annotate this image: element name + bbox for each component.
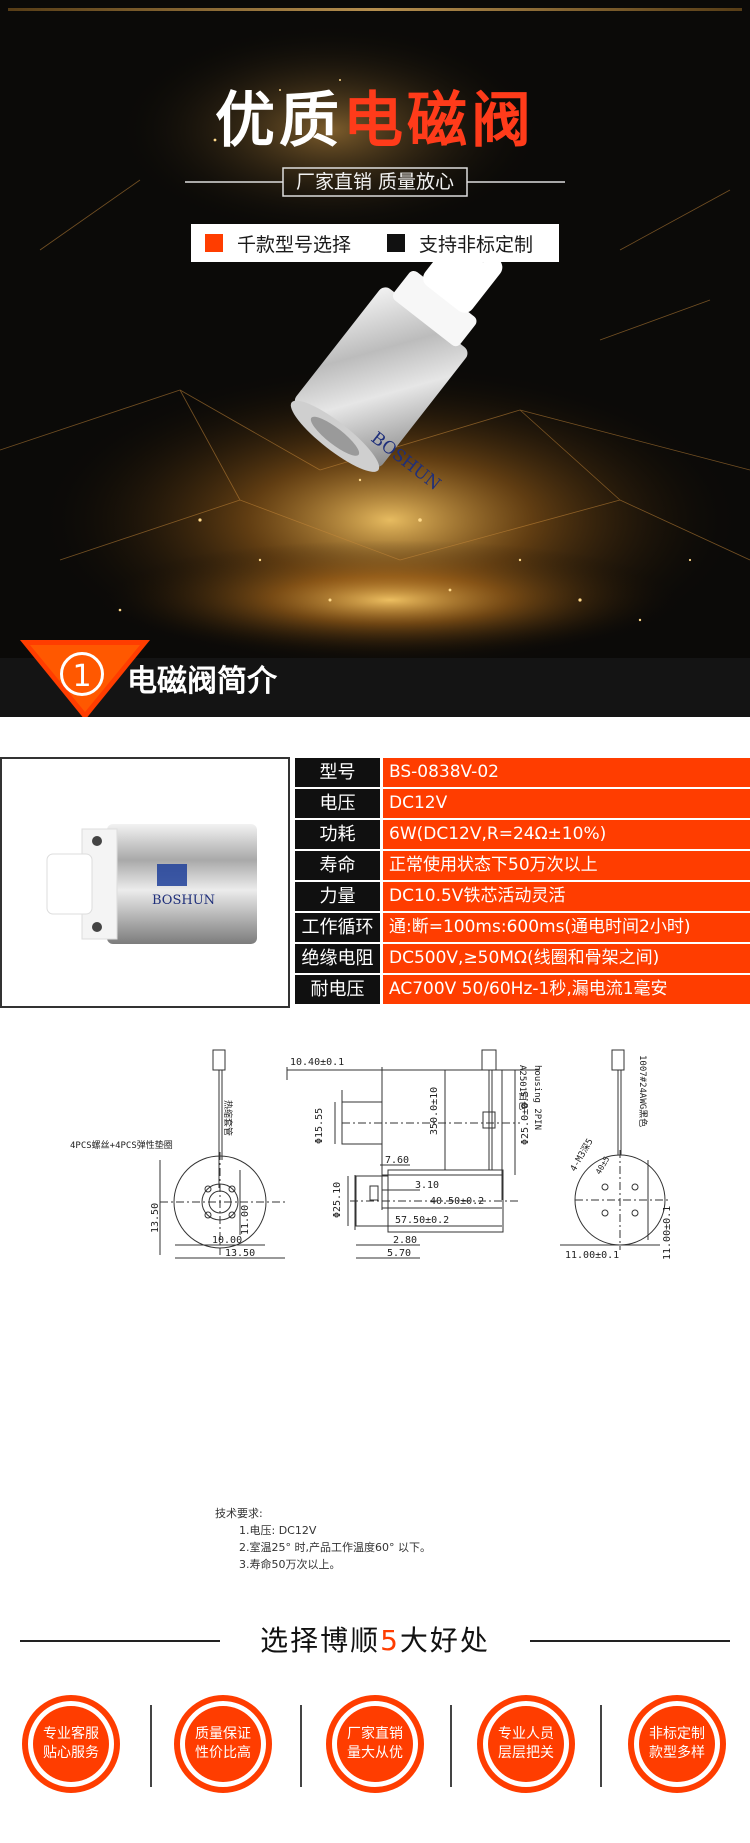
section-number-badge: 1 — [60, 652, 104, 696]
spec-row: 型号 BS-0838V-02 — [295, 758, 750, 787]
dim-label: 7.60 — [385, 1155, 409, 1166]
benefit-line1: 质量保证 — [195, 1726, 251, 1742]
divider-line — [20, 1640, 220, 1642]
feature-item-2: 支持非标定制 — [387, 224, 533, 262]
orange-square-icon — [205, 234, 223, 252]
benefit-item: 专业人员层层把关 — [477, 1695, 575, 1793]
spec-value: 6W(DC12V,R=24Ω±10%) — [383, 820, 750, 849]
spec-key: 工作循环 — [295, 913, 380, 942]
benefit-line2: 款型多样 — [649, 1745, 705, 1761]
dim-label: Φ25.10 — [332, 1182, 343, 1218]
benefit-line2: 层层把关 — [498, 1745, 554, 1761]
spec-row: 力量 DC10.5V铁芯活动灵活 — [295, 882, 750, 911]
spec-key: 功耗 — [295, 820, 380, 849]
spec-value: 通:断=100ms:600ms(通电时间2小时) — [383, 913, 750, 942]
spec-table: 型号 BS-0838V-02 电压 DC12V 功耗 6W(DC12V,R=24… — [0, 750, 750, 1010]
dim-label: 5.70 — [387, 1248, 411, 1259]
dim-label: A2501白色 — [517, 1065, 529, 1110]
section-title: 电磁阀简介 — [127, 664, 277, 699]
benefit-line1: 厂家直销 — [347, 1726, 403, 1742]
dim-label: 2.80 — [393, 1235, 417, 1246]
dim-label: 热缩套管 — [222, 1100, 234, 1136]
dim-label: 13.50 — [150, 1203, 161, 1233]
spec-row: 工作循环 通:断=100ms:600ms(通电时间2小时) — [295, 913, 750, 942]
benefits-title-post: 大好处 — [399, 1624, 490, 1657]
dim-label: 10.00 — [212, 1235, 242, 1246]
hero-banner: BOSHUN 优质电磁阀 厂家直销 质量放心 千款型号选择 支持非标定制 1 电… — [0, 0, 750, 717]
divider-line — [530, 1640, 730, 1642]
vertical-divider — [150, 1705, 152, 1787]
dim-label: housing 2PIN — [532, 1065, 542, 1130]
product-brand: BOSHUN — [152, 893, 215, 908]
spec-row: 耐电压 AC700V 50/60Hz-1秒,漏电流1毫安 — [295, 975, 750, 1004]
hero-title: 优质电磁阀 — [0, 86, 750, 156]
spec-key: 绝缘电阻 — [295, 944, 380, 973]
product-photo: BOSHUN — [46, 824, 257, 944]
feature-item-1: 千款型号选择 — [205, 224, 351, 262]
technical-drawing: 10.40±0.1 Φ15.55 Φ25.0±0.5 3.10 40.50±0.… — [70, 1049, 673, 1261]
spec-key: 电压 — [295, 789, 380, 818]
spec-row: 电压 DC12V — [295, 789, 750, 818]
tech-requirements: 技术要求: 1.电压: DC12V 2.室温25° 时,产品工作温度60° 以下… — [215, 1505, 431, 1573]
dim-label: 57.50±0.2 — [395, 1215, 449, 1226]
spec-value: BS-0838V-02 — [383, 758, 750, 787]
spec-row: 功耗 6W(DC12V,R=24Ω±10%) — [295, 820, 750, 849]
spec-value: 正常使用状态下50万次以上 — [383, 851, 750, 880]
dim-label: 4PCS螺丝+4PCS弹性垫圈 — [70, 1139, 173, 1151]
dim-label: Φ15.55 — [314, 1108, 325, 1144]
benefit-line2: 贴心服务 — [43, 1745, 99, 1761]
product-photo-frame: BOSHUN — [0, 757, 290, 1008]
hero-background: BOSHUN — [0, 0, 750, 717]
benefit-line1: 专业客服 — [43, 1726, 99, 1742]
spec-value: DC10.5V铁芯活动灵活 — [383, 882, 750, 911]
benefit-item: 质量保证性价比高 — [174, 1695, 272, 1793]
benefit-line1: 非标定制 — [649, 1726, 705, 1742]
spec-value: DC12V — [383, 789, 750, 818]
benefit-item: 非标定制款型多样 — [628, 1695, 726, 1793]
spec-key: 力量 — [295, 882, 380, 911]
dim-label: 4-M3深5 — [568, 1137, 596, 1174]
spec-row: 寿命 正常使用状态下50万次以上 — [295, 851, 750, 880]
dim-label: 13.50 — [225, 1248, 255, 1259]
dim-label: 11.00±0.1 — [662, 1206, 673, 1260]
vertical-divider — [450, 1705, 452, 1787]
dim-label: 350.0±10 — [429, 1087, 440, 1135]
spec-value: AC700V 50/60Hz-1秒,漏电流1毫安 — [383, 975, 750, 1004]
vertical-divider — [300, 1705, 302, 1787]
benefits-header: 选择博顺5大好处 — [0, 1616, 750, 1666]
spec-value: DC500V,≥50MΩ(线圈和骨架之间) — [383, 944, 750, 973]
dim-label: 1007#24AWG黑色 — [637, 1055, 649, 1127]
dim-label: 40±5 — [594, 1155, 612, 1176]
benefits-title: 选择博顺5大好处 — [0, 1616, 750, 1666]
spec-row: 绝缘电阻 DC500V,≥50MΩ(线圈和骨架之间) — [295, 944, 750, 973]
tech-line: 3.寿命50万次以上。 — [239, 1558, 341, 1571]
black-square-icon — [387, 234, 405, 252]
hero-subtitle: 厂家直销 质量放心 — [295, 171, 455, 193]
dim-label: 11.00±0.1 — [565, 1250, 619, 1261]
dim-label: 3.10 — [415, 1180, 439, 1191]
tech-line: 2.室温25° 时,产品工作温度60° 以下。 — [239, 1541, 431, 1554]
benefit-line2: 性价比高 — [195, 1745, 251, 1761]
benefits-title-pre: 选择博顺 — [260, 1624, 381, 1657]
feature-label-1: 千款型号选择 — [237, 233, 352, 256]
spec-key: 型号 — [295, 758, 380, 787]
benefits-title-num: 5 — [380, 1624, 400, 1657]
spec-key: 耐电压 — [295, 975, 380, 1004]
spec-key: 寿命 — [295, 851, 380, 880]
feature-label-2: 支持非标定制 — [419, 233, 534, 256]
hero-title-part2: 电磁阀 — [343, 86, 535, 156]
benefit-line2: 量大从优 — [347, 1745, 403, 1761]
tech-title: 技术要求: — [215, 1507, 263, 1520]
benefit-item: 专业客服贴心服务 — [22, 1695, 120, 1793]
dim-label: 11.00 — [240, 1205, 251, 1235]
dim-label: Φ25.0±0.5 — [520, 1091, 531, 1145]
benefit-line1: 专业人员 — [498, 1726, 554, 1742]
benefit-item: 厂家直销量大从优 — [326, 1695, 424, 1793]
feature-bar: 千款型号选择 支持非标定制 — [191, 224, 559, 262]
vertical-divider — [600, 1705, 602, 1787]
tech-line: 1.电压: DC12V — [239, 1524, 317, 1537]
hero-title-part1: 优质 — [215, 86, 343, 156]
dim-label: 10.40±0.1 — [290, 1057, 344, 1068]
